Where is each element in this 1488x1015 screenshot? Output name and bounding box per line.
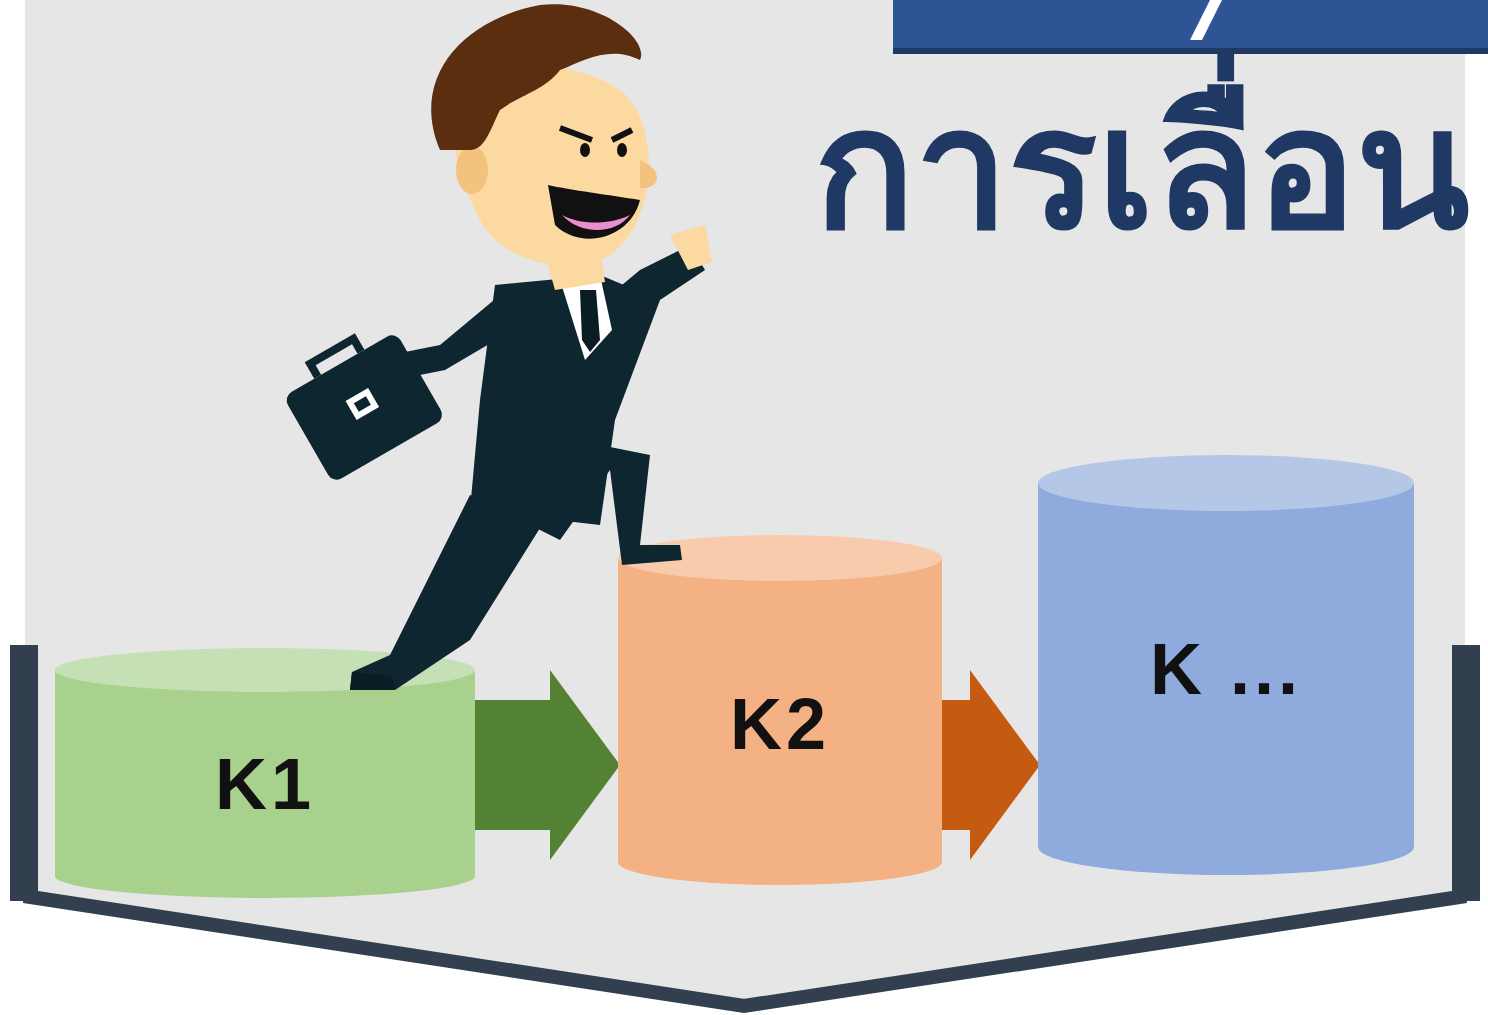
banner-slash <box>1190 0 1222 40</box>
level-label: K1 <box>215 745 315 824</box>
page-title: การเลื่อน <box>814 70 1470 270</box>
block-arrow <box>472 670 620 860</box>
level-label: K ... <box>1150 630 1302 709</box>
businessman <box>276 4 712 690</box>
level-label: K2 <box>730 685 830 764</box>
header-banner <box>893 0 1488 52</box>
cylinder-node: K ... <box>1038 455 1414 875</box>
left-bracket-bar <box>10 645 38 901</box>
bottom-bracket <box>24 896 1466 1006</box>
cylinder-node: K1 <box>55 648 475 898</box>
block-arrow <box>939 670 1040 860</box>
banner-shadow <box>893 48 1488 54</box>
right-bracket-bar <box>1452 645 1480 901</box>
cylinder-node: K2 <box>618 535 942 885</box>
